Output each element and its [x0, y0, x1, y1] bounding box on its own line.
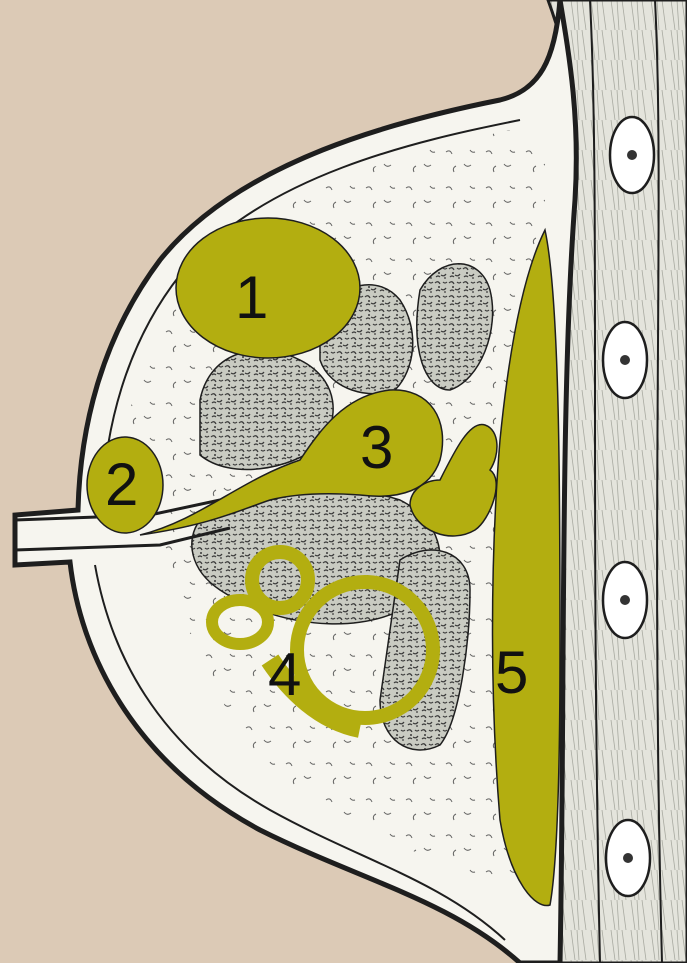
label-3: 3: [360, 414, 393, 481]
label-1: 1: [235, 264, 268, 331]
label-5: 5: [495, 639, 528, 706]
label-4: 4: [268, 641, 301, 708]
label-2: 2: [105, 451, 138, 518]
